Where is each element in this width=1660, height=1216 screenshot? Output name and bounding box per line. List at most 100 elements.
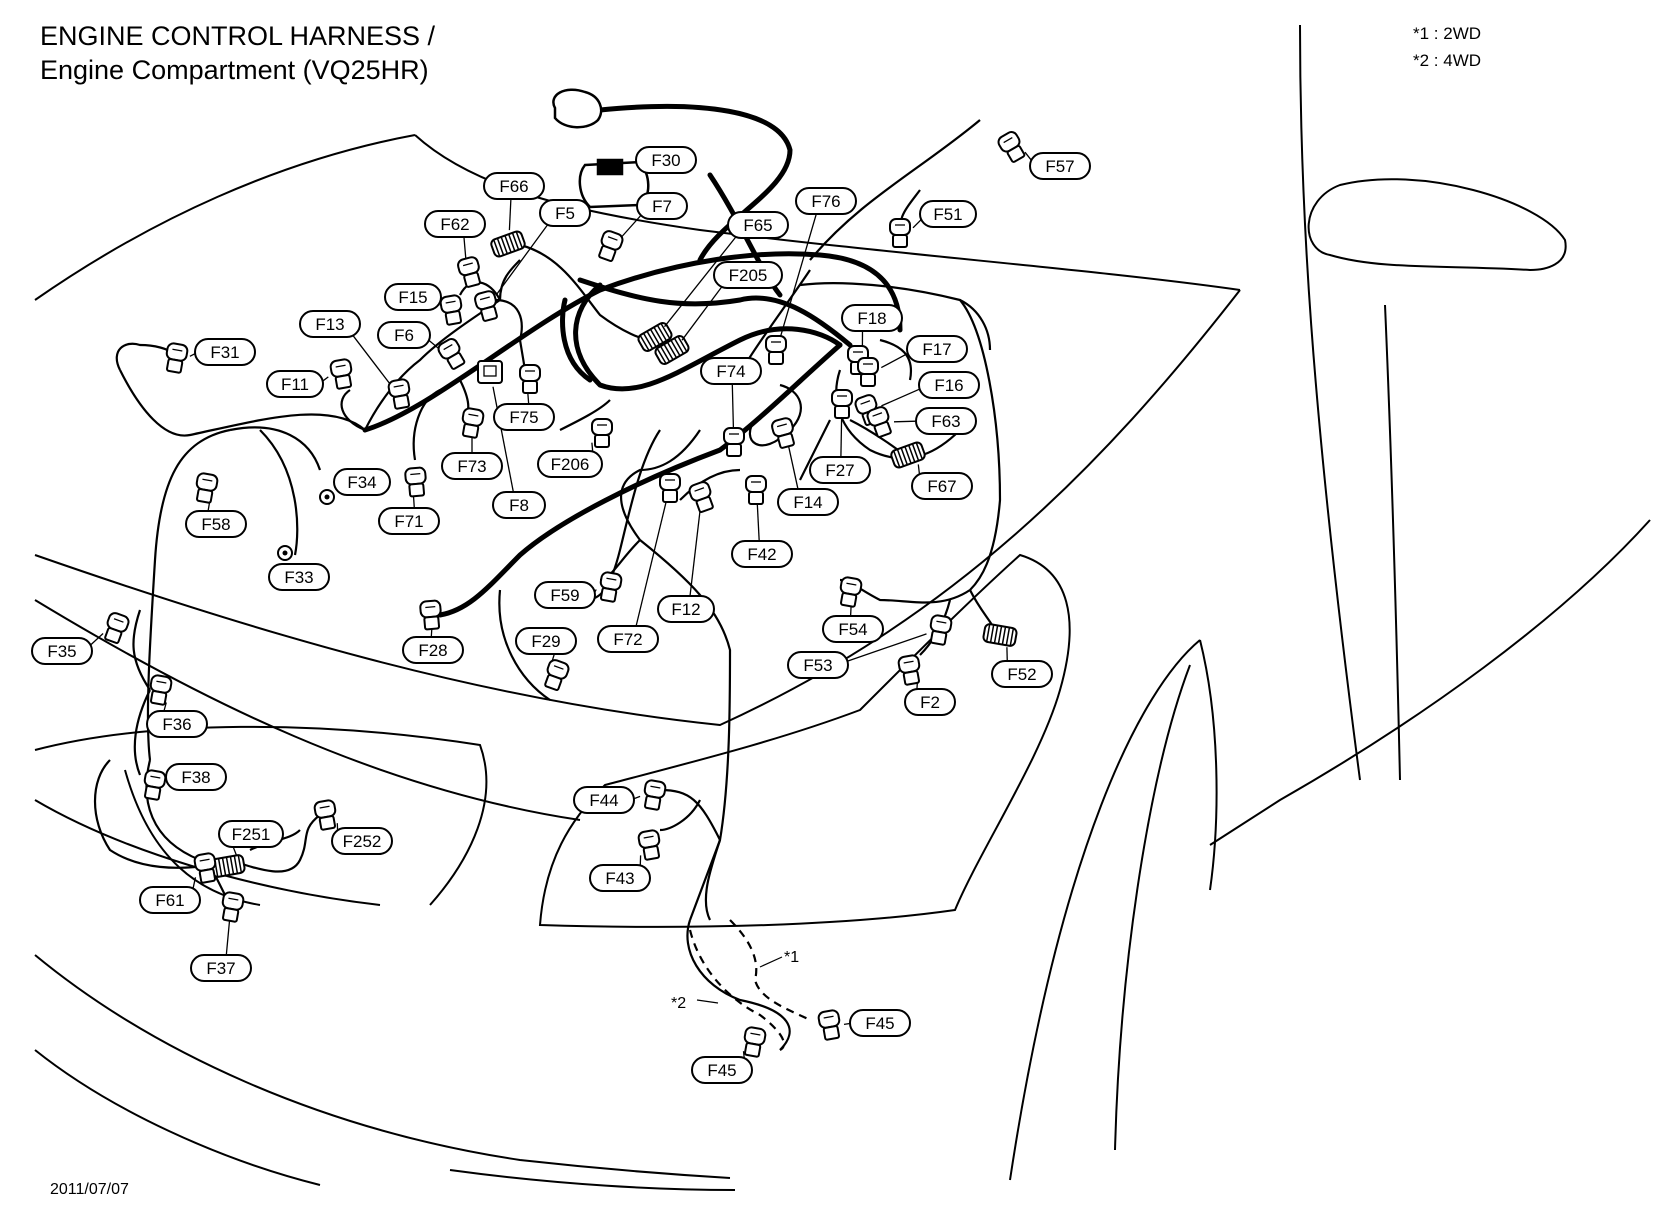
harness-branches bbox=[94, 119, 1002, 1051]
connector-f14-icon bbox=[771, 417, 795, 449]
connector-f57-icon bbox=[997, 131, 1026, 163]
label-f6-text: F6 bbox=[394, 326, 414, 345]
connector-f74-icon bbox=[723, 427, 745, 457]
connector-f33-icon bbox=[277, 545, 293, 561]
connector-f15-icon bbox=[439, 294, 463, 326]
connector-f12-icon bbox=[688, 481, 714, 513]
module-housings bbox=[552, 88, 650, 209]
connector-f29-icon bbox=[544, 659, 570, 691]
label-f62: F62 bbox=[424, 210, 486, 238]
label-f18: F18 bbox=[841, 304, 903, 332]
label-f66-text: F66 bbox=[499, 177, 528, 196]
label-f30: F30 bbox=[635, 146, 697, 174]
label-f76-text: F76 bbox=[811, 192, 840, 211]
label-f11-text: F11 bbox=[281, 375, 309, 394]
connector-f54-icon bbox=[839, 576, 863, 608]
label-f7: F7 bbox=[636, 192, 688, 220]
legend-note-2wd: *1 : 2WD bbox=[1413, 24, 1482, 43]
connector-f31-icon bbox=[165, 342, 189, 374]
route-4wd bbox=[688, 929, 785, 1051]
connector-f38-icon bbox=[143, 769, 167, 801]
connector-f61-icon bbox=[193, 852, 217, 884]
connector-f51-icon bbox=[889, 218, 911, 248]
label-f65-text: F65 bbox=[743, 216, 772, 235]
label-f74: F74 bbox=[700, 357, 762, 385]
label-f43-text: F43 bbox=[605, 869, 634, 888]
label-f36: F36 bbox=[146, 710, 208, 738]
connector-f45a-icon bbox=[817, 1009, 841, 1041]
label-f38-text: F38 bbox=[181, 768, 210, 787]
route-2wd bbox=[729, 919, 811, 1021]
label-f73: F73 bbox=[441, 452, 503, 480]
connector-f6-icon bbox=[437, 338, 466, 370]
label-f251-text: F251 bbox=[232, 825, 271, 844]
connector-f66-icon bbox=[490, 230, 526, 258]
label-f43: F43 bbox=[589, 864, 651, 892]
label-f58-text: F58 bbox=[201, 515, 230, 534]
label-f18-text: F18 bbox=[857, 309, 886, 328]
connector-f63-icon bbox=[866, 406, 892, 438]
label-f34: F34 bbox=[333, 468, 391, 496]
label-f251: F251 bbox=[218, 820, 284, 848]
label-f13-text: F13 bbox=[315, 315, 344, 334]
ecm-connector-icon bbox=[596, 158, 624, 176]
label-f71: F71 bbox=[378, 507, 440, 535]
label-f37-text: F37 bbox=[206, 959, 235, 978]
label-f16: F16 bbox=[918, 371, 980, 399]
label-f37: F37 bbox=[190, 954, 252, 982]
branch-mark-4wd: *2 bbox=[671, 995, 686, 1012]
label-f206-text: F206 bbox=[551, 455, 590, 474]
connector-f11-icon bbox=[329, 358, 353, 390]
label-f75: F75 bbox=[493, 403, 555, 431]
label-f12: F12 bbox=[657, 595, 715, 623]
label-f45a: F45 bbox=[849, 1009, 911, 1037]
label-f27: F27 bbox=[809, 456, 871, 484]
label-f63-text: F63 bbox=[931, 412, 960, 431]
legend-note-4wd: *2 : 4WD bbox=[1413, 51, 1482, 70]
connector-f36-icon bbox=[149, 674, 173, 706]
connector-f35-icon bbox=[104, 612, 130, 644]
label-f5: F5 bbox=[539, 199, 591, 227]
label-f16-text: F16 bbox=[934, 376, 963, 395]
label-f52: F52 bbox=[991, 660, 1053, 688]
label-f36-text: F36 bbox=[162, 715, 191, 734]
label-f34-text: F34 bbox=[347, 473, 376, 492]
label-f12-text: F12 bbox=[671, 600, 700, 619]
label-f62-text: F62 bbox=[440, 215, 469, 234]
label-f71-text: F71 bbox=[394, 512, 423, 531]
connector-f53-icon bbox=[929, 614, 953, 646]
label-f61-text: F61 bbox=[155, 891, 184, 910]
label-f53: F53 bbox=[787, 651, 849, 679]
label-f76: F76 bbox=[795, 187, 857, 215]
label-f38: F38 bbox=[165, 763, 227, 791]
label-f29: F29 bbox=[515, 627, 577, 655]
label-f27-text: F27 bbox=[825, 461, 854, 480]
label-f54: F54 bbox=[822, 615, 884, 643]
connector-f205-icon bbox=[654, 335, 690, 365]
optional-route-leaders bbox=[696, 956, 783, 1004]
connector-f28-icon bbox=[419, 599, 442, 631]
label-f2: F2 bbox=[904, 688, 956, 716]
label-f14-text: F14 bbox=[793, 493, 822, 512]
connector-f44-icon bbox=[643, 779, 667, 811]
label-f58: F58 bbox=[185, 510, 247, 538]
label-f31-text: F31 bbox=[210, 343, 239, 362]
diagram-date: 2011/07/07 bbox=[50, 1181, 129, 1198]
label-f17-text: F17 bbox=[922, 340, 951, 359]
connector-f27-icon bbox=[831, 389, 853, 419]
label-f65: F65 bbox=[727, 211, 789, 239]
label-f33-text: F33 bbox=[284, 568, 313, 587]
label-f206: F206 bbox=[537, 450, 603, 478]
label-f54-text: F54 bbox=[838, 620, 867, 639]
label-f205-text: F205 bbox=[729, 266, 768, 285]
connector-f8-icon bbox=[477, 360, 503, 384]
connector-f65-icon bbox=[637, 322, 673, 352]
label-f31: F31 bbox=[194, 338, 256, 366]
label-f67: F67 bbox=[911, 472, 973, 500]
connector-f67-icon bbox=[890, 441, 926, 469]
connector-f62-icon bbox=[457, 256, 481, 288]
label-f252-text: F252 bbox=[343, 832, 382, 851]
label-f45a-text: F45 bbox=[865, 1014, 894, 1033]
